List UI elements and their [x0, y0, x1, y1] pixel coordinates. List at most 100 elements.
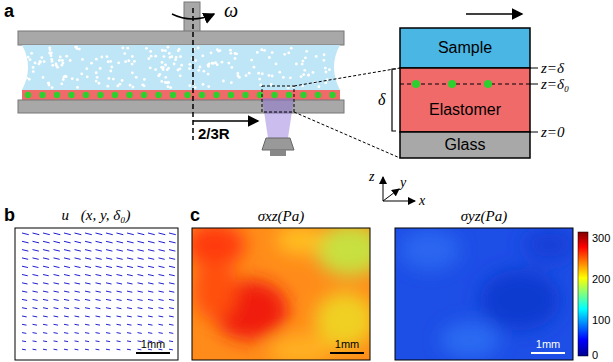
particle — [283, 53, 286, 56]
displacement-arrow — [169, 258, 175, 259]
scale-bar-label: 1mm — [536, 339, 560, 350]
particle — [257, 72, 260, 75]
particle — [51, 60, 54, 63]
particle — [317, 85, 320, 88]
displacement-arrow — [148, 241, 155, 243]
particle — [149, 67, 152, 70]
particle — [64, 75, 67, 78]
particle — [290, 47, 293, 50]
particle — [174, 58, 177, 61]
particle — [74, 46, 77, 49]
tracer-bead — [141, 92, 147, 98]
displacement-arrow — [54, 266, 60, 267]
displacement-arrow — [148, 324, 153, 326]
displacement-arrow — [85, 283, 91, 284]
particle — [289, 76, 292, 79]
colorbar-tick: 300 — [592, 233, 610, 244]
displacement-arrow — [75, 283, 81, 284]
particle — [141, 83, 144, 86]
particle — [75, 46, 78, 49]
particle — [201, 54, 204, 57]
particle — [202, 83, 205, 86]
displacement-arrow — [96, 299, 101, 300]
displacement-arrow — [33, 307, 38, 309]
displacement-arrow — [22, 340, 26, 342]
displacement-arrow — [106, 258, 112, 259]
displacement-arrow — [43, 291, 48, 292]
particle — [145, 47, 148, 50]
height-label: z=0 — [541, 125, 564, 140]
displacement-arrow — [43, 307, 48, 309]
displacement-arrow — [169, 307, 174, 309]
displacement-arrow — [33, 283, 39, 284]
particle — [162, 68, 165, 71]
displacement-arrow — [159, 324, 164, 326]
particle — [80, 73, 83, 76]
particle — [202, 70, 205, 73]
displacement-arrow — [64, 332, 68, 334]
displacement-arrow — [159, 332, 163, 334]
displacement-arrow — [85, 233, 92, 235]
particle — [161, 49, 164, 52]
displacement-arrow — [148, 316, 153, 318]
particle — [303, 69, 306, 72]
particle — [99, 67, 102, 70]
tracer-bead — [242, 92, 248, 98]
particle — [160, 80, 163, 83]
displacement-arrow — [117, 258, 123, 259]
displacement-arrow — [85, 324, 90, 326]
particle — [302, 60, 305, 63]
displacement-arrow — [64, 291, 69, 292]
displacement-arrow — [85, 340, 89, 342]
displacement-arrow — [138, 266, 144, 267]
particle — [96, 76, 99, 79]
particle — [180, 64, 183, 67]
displacement-arrow — [64, 316, 69, 318]
displacement-arrow — [85, 241, 92, 243]
particle — [194, 86, 197, 89]
displacement-arrow — [22, 316, 27, 318]
displacement-arrow — [96, 340, 100, 342]
displacement-arrow — [75, 299, 80, 300]
displacement-arrow — [64, 250, 70, 252]
particle — [98, 82, 101, 85]
particle — [65, 55, 68, 58]
particle — [278, 71, 281, 74]
displacement-arrow — [96, 332, 100, 334]
particle — [260, 48, 263, 51]
displacement-arrow — [127, 258, 133, 259]
displacement-arrow — [96, 324, 101, 326]
particle — [149, 50, 152, 53]
panel-letter: c — [190, 206, 200, 224]
particle — [245, 74, 248, 77]
displacement-arrow — [85, 307, 90, 309]
particle — [90, 62, 93, 65]
particle — [221, 61, 224, 64]
angular-velocity: ω — [224, 0, 238, 20]
particle — [106, 85, 109, 88]
particle — [107, 77, 110, 80]
particle — [236, 72, 239, 75]
particle — [131, 71, 134, 74]
displacement-arrow — [54, 324, 59, 326]
displacement-arrow — [85, 299, 90, 300]
displacement-arrow — [117, 299, 122, 300]
displacement-arrow — [33, 266, 39, 267]
displacement-arrow — [64, 275, 70, 276]
displacement-arrow — [159, 258, 165, 259]
particle — [109, 70, 112, 73]
displacement-arrow — [169, 299, 174, 300]
tracer-bead — [68, 92, 74, 98]
displacement-arrow — [127, 291, 132, 292]
displacement-arrow — [54, 275, 60, 276]
displacement-arrow — [117, 307, 122, 309]
particle — [325, 71, 328, 74]
displacement-arrow — [22, 233, 29, 235]
particle — [161, 49, 164, 52]
tracer-bead — [228, 92, 234, 98]
displacement-arrow — [43, 349, 47, 351]
tracer-bead — [300, 92, 306, 98]
particle — [315, 55, 318, 58]
displacement-arrow — [106, 299, 111, 300]
particle — [275, 62, 278, 65]
